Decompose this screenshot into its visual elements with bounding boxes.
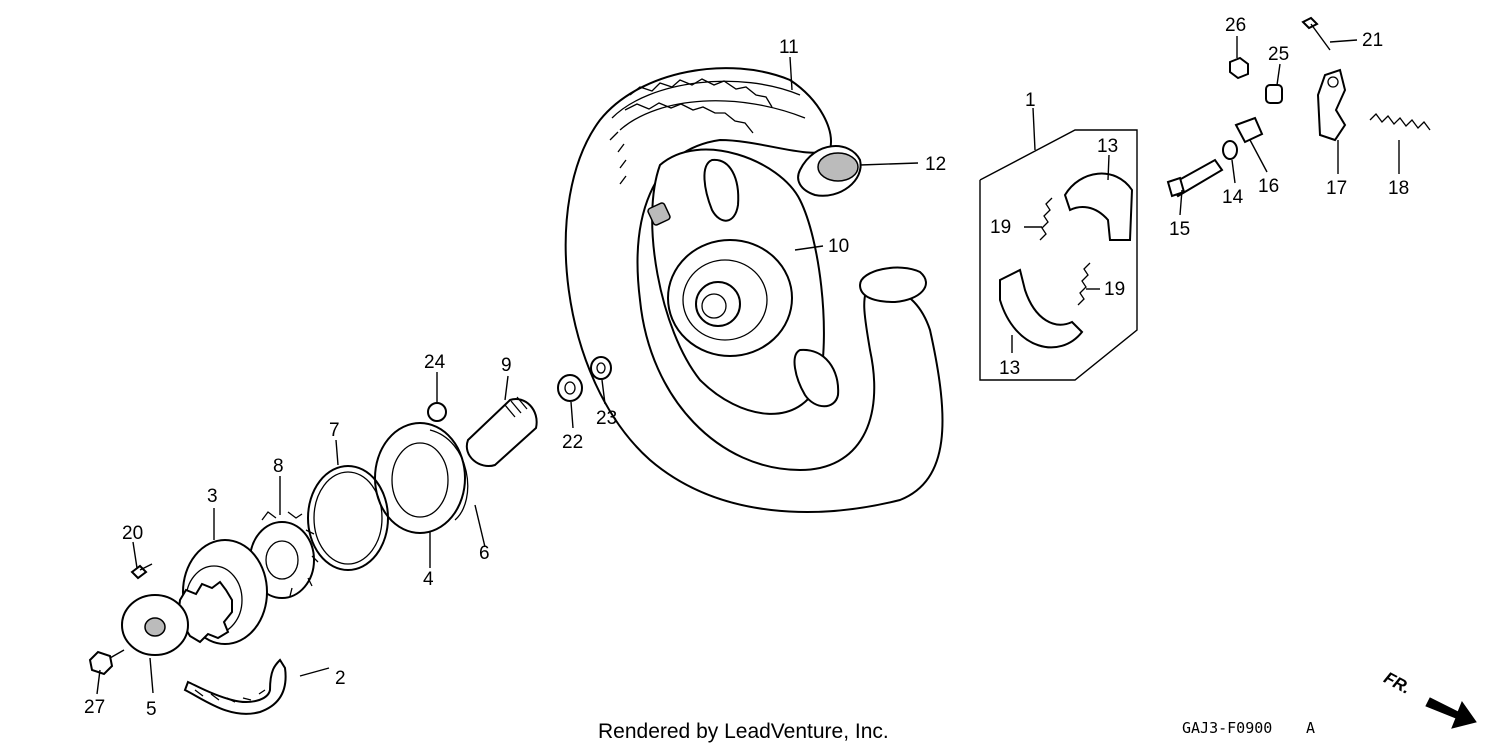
- callout-19-lower[interactable]: 19: [1104, 279, 1125, 300]
- diagram-code: GAJ3-F0900 A: [1182, 719, 1315, 737]
- callout-1[interactable]: 1: [1025, 90, 1036, 111]
- callout-20[interactable]: 20: [122, 523, 143, 544]
- callout-7[interactable]: 7: [329, 420, 340, 441]
- brake-arm-17: [1316, 68, 1347, 142]
- callout-13-upper[interactable]: 13: [1097, 136, 1118, 157]
- callout-11[interactable]: 11: [779, 37, 799, 58]
- brake-shoe-lower: [999, 268, 1084, 349]
- nut-24: [427, 402, 447, 422]
- sprocket-flange-4: [374, 422, 469, 534]
- diagram-code-text: GAJ3-F0900: [1182, 719, 1272, 737]
- callout-17[interactable]: 17: [1326, 178, 1347, 199]
- nut-26: [1229, 56, 1249, 80]
- drive-chain-2: [183, 658, 287, 715]
- callout-10[interactable]: 10: [828, 236, 849, 257]
- callout-12[interactable]: 12: [925, 154, 946, 175]
- callout-2[interactable]: 2: [335, 668, 346, 689]
- bolt-27: [88, 649, 125, 676]
- sprocket-plate-5: [121, 594, 189, 656]
- callout-24[interactable]: 24: [424, 352, 446, 373]
- callout-19-upper[interactable]: 19: [990, 217, 1011, 238]
- callout-16[interactable]: 16: [1258, 176, 1279, 197]
- leader-lines: [96, 36, 1400, 695]
- front-direction-indicator: FR.: [1381, 668, 1477, 729]
- washer-14: [1222, 140, 1238, 160]
- axle-nut-22: [557, 374, 583, 402]
- brake-shoe-set-box: [979, 129, 1138, 381]
- callout-22[interactable]: 22: [562, 432, 583, 453]
- diagram-rev-text: A: [1306, 719, 1315, 737]
- return-spring-18: [1369, 113, 1431, 131]
- render-credit: Rendered by LeadVenture, Inc.: [598, 720, 889, 743]
- brake-shoe-upper: [1063, 172, 1134, 241]
- indicator-plate-16: [1234, 116, 1264, 144]
- callout-4[interactable]: 4: [423, 569, 434, 590]
- final-driven-flange-3: [176, 539, 268, 645]
- arrow-icon: [1425, 697, 1477, 729]
- callout-25[interactable]: 25: [1268, 44, 1289, 65]
- spring-upper: [1039, 197, 1053, 241]
- rim-tape: [797, 145, 927, 304]
- callout-5[interactable]: 5: [146, 699, 157, 720]
- callouts: 1 2 3 4 5 6 7 8 9 10 11 12 13 13 14 15 1…: [84, 15, 1409, 720]
- bolt-20: [130, 563, 153, 580]
- callout-15[interactable]: 15: [1169, 219, 1190, 240]
- bolt-21: [1301, 16, 1331, 51]
- washer-23: [590, 356, 612, 380]
- callout-27[interactable]: 27: [84, 697, 105, 718]
- o-ring-7: [307, 465, 389, 571]
- callout-9[interactable]: 9: [501, 355, 512, 376]
- collar-9: [465, 396, 538, 468]
- tire-tread: [609, 78, 773, 185]
- collar-25: [1265, 84, 1283, 104]
- callout-26[interactable]: 26: [1225, 15, 1246, 36]
- spring-lower: [1077, 262, 1091, 306]
- callout-23[interactable]: 23: [596, 408, 617, 429]
- wheel-hub: [647, 148, 840, 415]
- brake-cam-15: [1166, 158, 1224, 198]
- callout-8[interactable]: 8: [273, 456, 284, 477]
- callout-6[interactable]: 6: [479, 543, 490, 564]
- callout-13-lower[interactable]: 13: [999, 358, 1020, 379]
- callout-3[interactable]: 3: [207, 486, 218, 507]
- front-label: FR.: [1381, 668, 1414, 698]
- callout-18[interactable]: 18: [1388, 178, 1409, 199]
- callout-21[interactable]: 21: [1362, 30, 1383, 51]
- callout-14[interactable]: 14: [1222, 187, 1244, 208]
